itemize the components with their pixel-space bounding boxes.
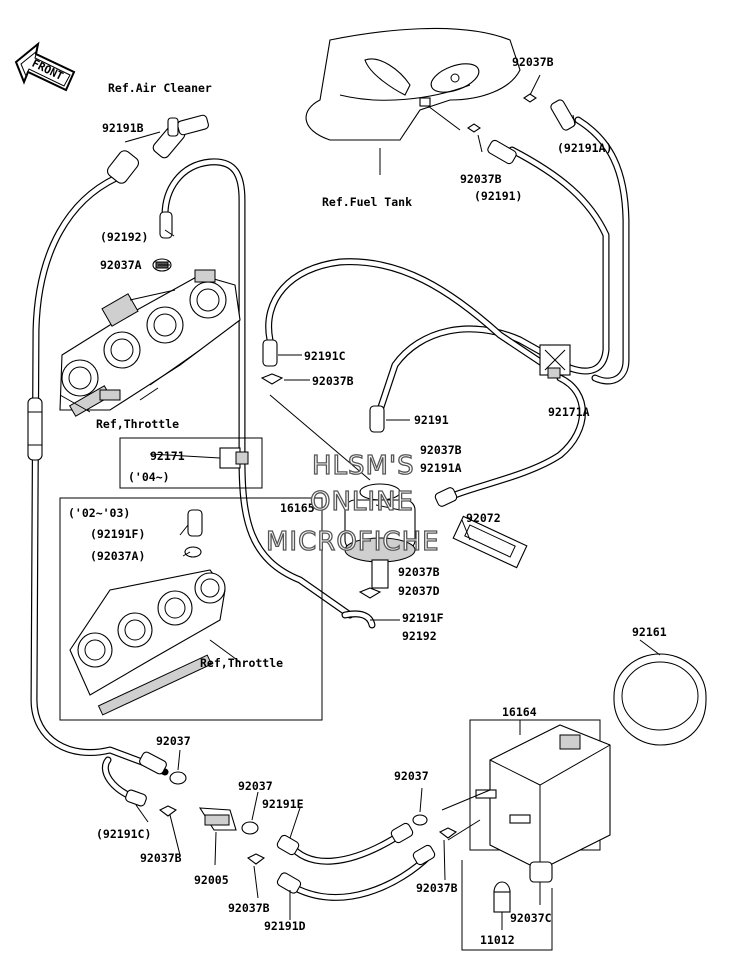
hose-routing: [30, 116, 630, 901]
watermark-line-2: ONLINE: [310, 487, 414, 517]
label-92191F: 92191F: [402, 611, 444, 625]
label-92171A: 92171A: [548, 405, 590, 419]
watermark-line-3: MICROFICHE: [266, 527, 440, 557]
label-92191C-bot: (92191C): [96, 827, 151, 841]
label-92191E: 92191E: [262, 797, 304, 811]
label-92037A: 92037A: [100, 258, 142, 272]
label-92037-mid: 92037: [238, 779, 273, 793]
ref-fuel-tank: Ref.Fuel Tank: [322, 195, 412, 209]
label-92037B-bot1: 92037B: [140, 851, 182, 865]
ref-throttle-upper: Ref,Throttle: [96, 417, 179, 431]
label-92191F-box: (92191F): [90, 527, 145, 541]
label-92037D: 92037D: [398, 584, 440, 598]
label-11012: 11012: [480, 933, 515, 947]
leader-lines: [124, 74, 661, 930]
label-92037B-bot3: 92037B: [416, 881, 458, 895]
label-16164: 16164: [502, 705, 537, 719]
hose-92192: [152, 211, 173, 272]
throttle-body-upper: [59, 269, 241, 417]
label-92005: 92005: [194, 873, 229, 887]
label-92191-tank: (92191): [474, 189, 522, 203]
label-92037B-tank: 92037B: [460, 172, 502, 186]
label-92037-left: 92037: [156, 734, 191, 748]
label-92037-right: 92037: [394, 769, 429, 783]
label-92191-mid: 92191: [414, 413, 449, 427]
label-92037B-mid: 92037B: [312, 374, 354, 388]
hose-ends-top: [467, 93, 576, 165]
label-92037B-bot2: 92037B: [228, 901, 270, 915]
variant-label-02-03: ('02~'03): [68, 506, 130, 520]
label-92037B-mid2: 92037B: [420, 443, 462, 457]
label-92191C-mid: 92191C: [304, 349, 346, 363]
pad-92161: [613, 653, 707, 746]
label-92192: (92192): [100, 230, 148, 244]
label-92191B: 92191B: [102, 121, 144, 135]
variant-box-04: [119, 437, 263, 489]
label-16165: 16165: [280, 501, 315, 515]
label-92191D: 92191D: [264, 919, 306, 933]
hose-92191B: [106, 114, 209, 184]
label-92037B-top: 92037B: [512, 55, 554, 69]
separator-16165: [269, 394, 528, 629]
bracket-92171A: [539, 344, 571, 379]
label-92161: 92161: [632, 625, 667, 639]
ref-air-cleaner: Ref.Air Cleaner: [108, 81, 212, 95]
watermark: HLSM'S ONLINE MICROFICHE: [265, 450, 440, 557]
ref-throttle-lower: Ref,Throttle: [200, 656, 283, 670]
label-92171: 92171: [150, 449, 185, 463]
canister-16164: [469, 719, 611, 871]
front-arrow-icon: FRONT: [14, 41, 76, 92]
label-92072: 92072: [466, 511, 501, 525]
watermark-line-1: HLSM'S: [312, 451, 415, 481]
fuel-tank: [305, 27, 521, 141]
variant-box-02-03: [59, 497, 323, 721]
label-92037C: 92037C: [510, 911, 552, 925]
hose-joint-left: [27, 397, 43, 461]
label-92191A-top: (92191A): [557, 141, 612, 155]
hose-ends-mid: [260, 339, 458, 507]
bottom-fittings: [125, 751, 553, 951]
variant-label-04: ('04~): [128, 470, 170, 484]
label-92037A-box: (92037A): [90, 549, 145, 563]
label-92192-b: 92192: [402, 629, 437, 643]
label-92037B-can: 92037B: [398, 565, 440, 579]
label-92191A-mid: 92191A: [420, 461, 462, 475]
